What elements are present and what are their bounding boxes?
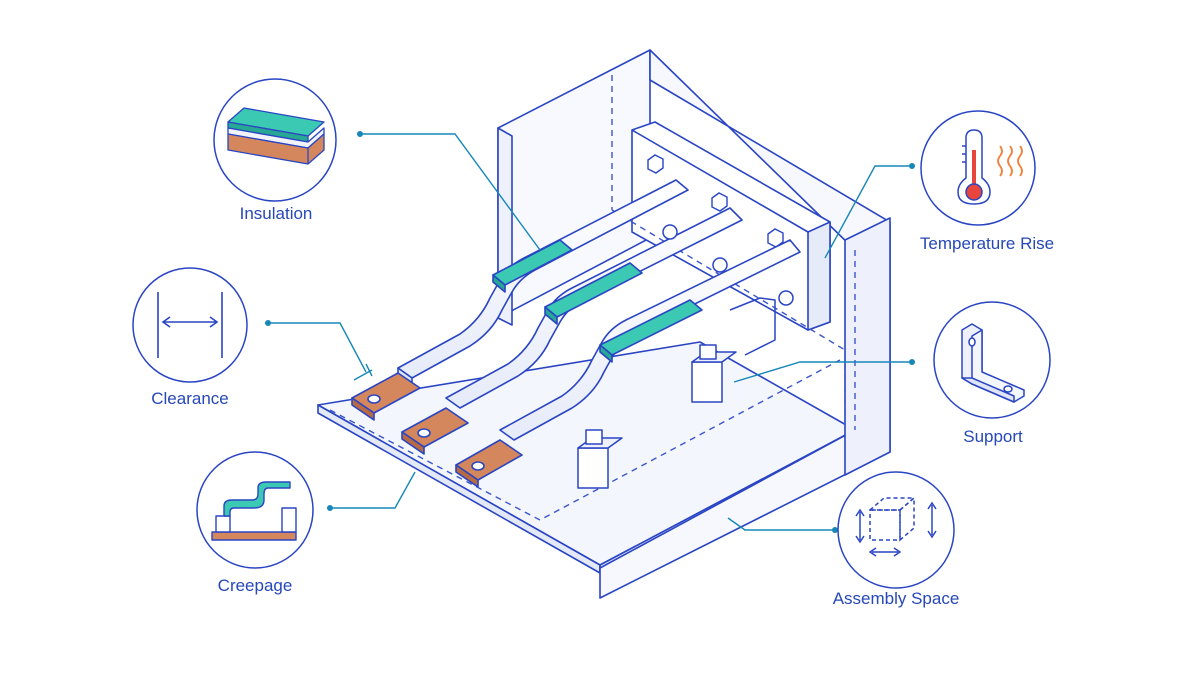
hidden-edges — [329, 75, 856, 521]
leader-clearance — [268, 322, 367, 373]
backplate-bolts — [647, 154, 784, 248]
clearance-label: Clearance — [151, 389, 229, 408]
leader-insulation — [360, 133, 541, 251]
leader-assembly — [727, 517, 835, 531]
support-label: Support — [963, 427, 1023, 446]
busbar-front — [455, 239, 801, 488]
busbar-rear — [351, 179, 689, 421]
assembly-cube-icon — [855, 496, 937, 557]
clearance-arrow-icon — [157, 292, 223, 358]
support-insulators — [577, 224, 794, 489]
insulation-label: Insulation — [239, 204, 313, 223]
temperature-rise-label: Temperature Rise — [919, 234, 1055, 253]
insulation-layers-icon — [227, 107, 325, 165]
assembly-space-label: Assembly Space — [832, 589, 960, 608]
busbar-middle — [401, 207, 743, 455]
leader-lines — [268, 133, 912, 531]
heat-waves-icon — [997, 145, 1023, 177]
mounting-plate-side — [807, 221, 831, 331]
leader-dots — [265, 131, 915, 533]
clearance-marker — [353, 363, 373, 381]
creepage-label: Creepage — [217, 576, 293, 595]
thermometer-icon — [957, 129, 991, 205]
right-wall-panel — [844, 217, 891, 476]
creepage-path-icon — [211, 481, 297, 541]
leader-support — [733, 361, 912, 383]
clearance-callout-circle — [132, 267, 248, 383]
support-bracket-icon — [961, 323, 1025, 403]
assembly-callout-circle — [837, 471, 955, 589]
leader-temperature — [824, 165, 912, 259]
support-callout-circle — [933, 301, 1051, 419]
enclosure — [317, 49, 891, 599]
leader-creepage — [330, 471, 416, 509]
